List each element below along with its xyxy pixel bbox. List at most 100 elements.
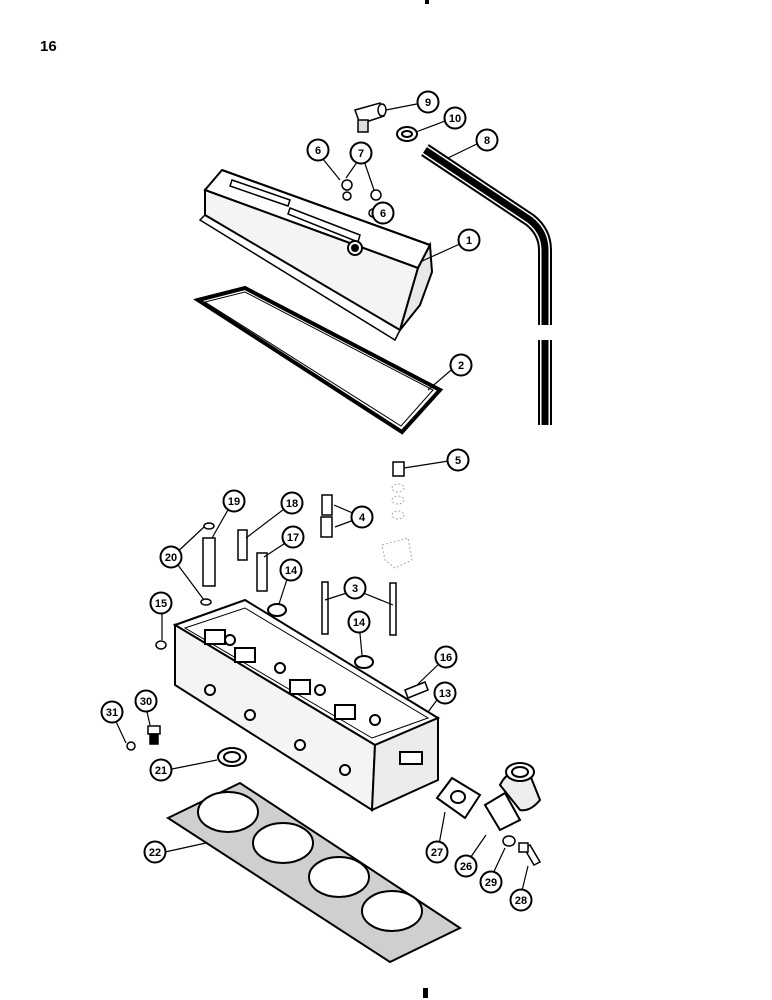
- dowel-pins: [320, 461, 405, 538]
- callout-balloon: [149, 591, 173, 615]
- callout-balloon: [149, 758, 173, 782]
- callout-18: 18: [280, 491, 304, 515]
- bottom-mark: [423, 988, 428, 998]
- callout-27: 27: [425, 840, 449, 864]
- callout-9: 9: [416, 90, 440, 114]
- thermostat-seal: [217, 747, 247, 767]
- callout-balloon: [509, 888, 533, 912]
- callout-21: 21: [149, 758, 173, 782]
- callout-balloon: [159, 545, 183, 569]
- callout-label: 20: [165, 552, 177, 564]
- tubes: [202, 529, 268, 592]
- pipe-plug: [404, 681, 429, 699]
- callout-balloon: [347, 610, 371, 634]
- outlet-gasket: [435, 776, 482, 820]
- callout-14: 14: [347, 610, 371, 634]
- callout-label: 14: [353, 617, 366, 629]
- callout-label: 15: [155, 598, 167, 610]
- callout-balloon: [222, 489, 246, 513]
- callout-balloon: [416, 90, 440, 114]
- callout-label: 4: [359, 512, 366, 524]
- callout-5: 5: [446, 448, 470, 472]
- callout-4: 4: [350, 505, 374, 529]
- callout-20: 20: [159, 545, 183, 569]
- callout-balloon: [425, 840, 449, 864]
- ghost-bracket: [381, 483, 413, 569]
- callout-26: 26: [454, 854, 478, 878]
- cylinder-head: [172, 598, 441, 812]
- temperature-sender: [126, 725, 161, 751]
- callout-8: 8: [475, 128, 499, 152]
- callout-balloon: [143, 840, 167, 864]
- callout-3: 3: [343, 576, 367, 600]
- callout-label: 22: [149, 847, 161, 859]
- callout-13: 13: [433, 681, 457, 705]
- seals: [267, 603, 374, 669]
- callout-label: 6: [380, 208, 386, 220]
- callout-6: 6: [371, 201, 395, 225]
- callout-label: 31: [106, 707, 118, 719]
- callouts: 1 2 3 4 5 6 6 7 8 9 10 13 14 14 15 16 17 18 19 20 21 22 26 27 28…: [100, 90, 533, 912]
- callout-label: 10: [449, 113, 461, 125]
- callout-label: 26: [460, 861, 472, 873]
- callout-balloon: [279, 558, 303, 582]
- callout-balloon: [349, 141, 373, 165]
- callout-1: 1: [457, 228, 481, 252]
- callout-label: 17: [287, 532, 299, 544]
- washer-and-bolt: [502, 835, 542, 866]
- callout-label: 28: [515, 895, 527, 907]
- callout-label: 1: [466, 235, 472, 247]
- callout-7: 7: [349, 141, 373, 165]
- rocker-cover-nuts: [341, 179, 382, 218]
- water-outlet-elbow: [483, 762, 542, 832]
- callout-label: 7: [358, 148, 364, 160]
- callout-balloon: [134, 689, 158, 713]
- callout-label: 2: [458, 360, 464, 372]
- callout-16: 16: [434, 645, 458, 669]
- callout-label: 21: [155, 765, 167, 777]
- callout-label: 8: [484, 135, 490, 147]
- breather-tee: [354, 102, 387, 133]
- callout-label: 27: [431, 847, 443, 859]
- callout-30: 30: [134, 689, 158, 713]
- callout-balloon: [454, 854, 478, 878]
- rocker-cover: [198, 168, 434, 342]
- callout-balloon: [281, 525, 305, 549]
- callout-label: 18: [286, 498, 298, 510]
- callout-15: 15: [149, 591, 173, 615]
- callout-label: 6: [315, 145, 321, 157]
- callout-28: 28: [509, 888, 533, 912]
- callout-label: 30: [140, 696, 152, 708]
- callout-2: 2: [449, 353, 473, 377]
- callout-balloon: [443, 106, 467, 130]
- top-mark: [425, 0, 429, 4]
- callout-14: 14: [279, 558, 303, 582]
- callout-label: 5: [455, 455, 461, 467]
- callout-balloon: [350, 505, 374, 529]
- callout-balloon: [479, 870, 503, 894]
- callout-label: 16: [440, 652, 452, 664]
- callout-balloon: [434, 645, 458, 669]
- callout-6: 6: [306, 138, 330, 162]
- page-number: 16: [40, 38, 57, 55]
- callout-label: 29: [485, 877, 497, 889]
- callout-label: 14: [285, 565, 298, 577]
- callout-29: 29: [479, 870, 503, 894]
- callout-balloon: [446, 448, 470, 472]
- callout-22: 22: [143, 840, 167, 864]
- callout-label: 19: [228, 496, 240, 508]
- callout-balloon: [433, 681, 457, 705]
- callout-balloon: [100, 700, 124, 724]
- callout-balloon: [457, 228, 481, 252]
- breather-hose: [421, 144, 552, 425]
- callout-balloon: [371, 201, 395, 225]
- callout-label: 9: [425, 97, 431, 109]
- hose-clamp: [396, 126, 418, 142]
- rocker-cover-gasket: [193, 285, 444, 435]
- callout-17: 17: [281, 525, 305, 549]
- callout-balloon: [306, 138, 330, 162]
- callout-balloon: [343, 576, 367, 600]
- head-gasket: [165, 781, 463, 964]
- callout-label: 13: [439, 688, 451, 700]
